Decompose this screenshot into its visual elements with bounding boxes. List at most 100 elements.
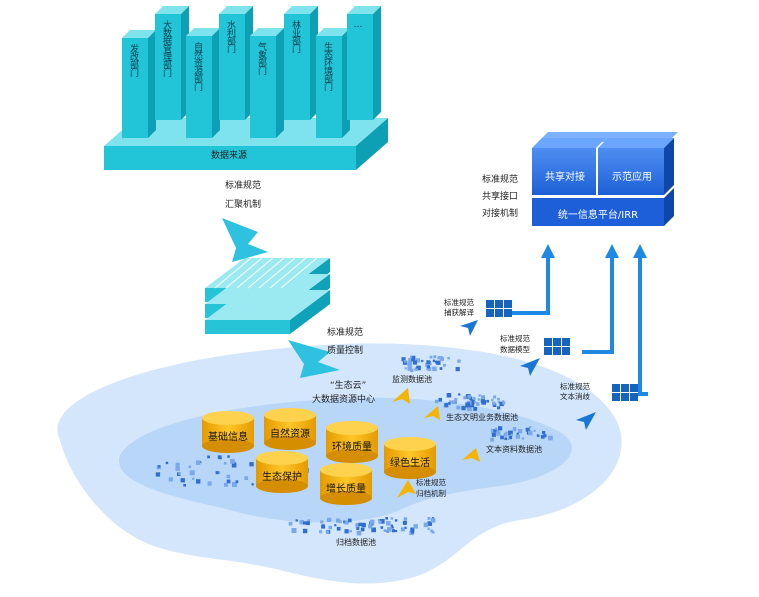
department-block-top	[316, 28, 350, 36]
platform-arrowheads	[541, 244, 647, 258]
arrow-to-lake	[288, 340, 340, 378]
platform-left-cube-top	[532, 138, 606, 148]
data-particle	[437, 356, 441, 360]
center-title-line1: “生态云”	[330, 381, 367, 391]
data-particle	[525, 427, 530, 432]
data-particle	[469, 402, 475, 408]
data-particle	[455, 367, 460, 372]
platform-demo-label: 示范应用	[612, 172, 652, 183]
data-particle	[378, 520, 382, 524]
data-particle	[334, 524, 337, 527]
platform-right-cube-top	[598, 138, 674, 148]
text-rule-line2: 文本消歧	[560, 392, 590, 401]
data-particle	[443, 363, 446, 367]
data-particle	[490, 437, 495, 442]
data-particle	[540, 435, 545, 439]
data-particle	[492, 401, 496, 406]
data-particle	[493, 395, 497, 399]
grid-cell	[486, 300, 494, 308]
data-particle	[457, 359, 461, 363]
platform-base-side	[664, 188, 674, 226]
data-particle	[497, 406, 501, 410]
grid-cell	[544, 347, 552, 355]
data-particle	[192, 477, 195, 480]
data-particle	[433, 355, 437, 359]
data-particle	[439, 367, 443, 370]
cylinder-bottom	[256, 479, 308, 493]
data-particle	[413, 524, 418, 529]
gold-arrows	[392, 388, 480, 498]
data-particle	[379, 519, 385, 524]
data-particle	[493, 429, 497, 433]
sources-base-side	[356, 118, 388, 170]
grid-cell	[612, 384, 620, 392]
data-particle	[195, 460, 201, 465]
platform-left-cube	[532, 148, 596, 195]
data-particle	[463, 396, 467, 400]
arrowhead-3	[633, 244, 647, 258]
data-particle	[410, 355, 416, 361]
data-particle	[494, 427, 498, 431]
data-particle	[392, 529, 396, 533]
data-particle	[438, 397, 442, 401]
cylinder-label: 环境质量	[332, 442, 372, 453]
data-particle	[416, 368, 418, 371]
data-particle	[474, 400, 477, 404]
department-block-top	[155, 6, 189, 14]
data-particle	[355, 524, 360, 529]
data-particle	[407, 361, 413, 367]
data-particle	[456, 405, 461, 410]
data-particle	[412, 360, 417, 365]
data-particle	[500, 435, 504, 440]
data-particle	[325, 530, 330, 534]
data-particle	[251, 483, 254, 486]
data-particle	[291, 528, 297, 533]
data-particle	[383, 529, 387, 532]
department-label: …	[353, 20, 363, 29]
grid-cell	[544, 338, 552, 346]
grid-cell	[504, 309, 512, 317]
step2-line2: 质量控制	[327, 346, 364, 356]
data-particle	[349, 529, 352, 533]
data-particle	[196, 479, 201, 484]
data-particle	[502, 401, 506, 405]
pool-monitor-label: 监测数据池	[392, 375, 432, 384]
data-particle	[508, 435, 513, 440]
department-block-front	[122, 38, 148, 138]
department-block-top	[347, 6, 381, 14]
resource-cylinders	[202, 408, 436, 505]
grid-cell	[486, 309, 494, 317]
data-particle	[427, 517, 431, 520]
data-particle	[435, 399, 439, 404]
grid-icons	[486, 300, 638, 401]
data-particle	[157, 465, 161, 468]
cylinder-top	[384, 437, 436, 451]
data-particle	[543, 434, 547, 438]
grid-cell	[621, 393, 629, 401]
data-particle	[528, 430, 533, 436]
capture-rule-line2: 捕获解译	[444, 308, 474, 317]
data-particle	[402, 360, 407, 365]
data-particle	[360, 527, 365, 532]
data-particle	[449, 400, 452, 404]
data-particle	[371, 527, 376, 533]
data-particle	[444, 403, 449, 407]
data-particle	[358, 522, 362, 527]
data-particle	[430, 529, 433, 533]
data-particle	[431, 530, 435, 534]
platform-connectors	[512, 258, 648, 396]
data-particle	[321, 524, 326, 529]
data-particle	[447, 402, 451, 405]
grid-cell	[504, 300, 512, 308]
data-particle	[188, 465, 192, 469]
archive-rule-line1: 标准规范	[416, 478, 446, 487]
grid-cell	[630, 393, 638, 401]
department-block-front	[155, 14, 181, 120]
model-rule-line2: 数据模型	[500, 345, 530, 354]
department-block-top	[284, 6, 318, 14]
data-particle	[390, 517, 394, 520]
data-particle	[507, 438, 510, 440]
data-particle	[499, 401, 504, 407]
cylinder-label: 自然资源	[270, 429, 310, 440]
data-particle	[440, 357, 444, 361]
